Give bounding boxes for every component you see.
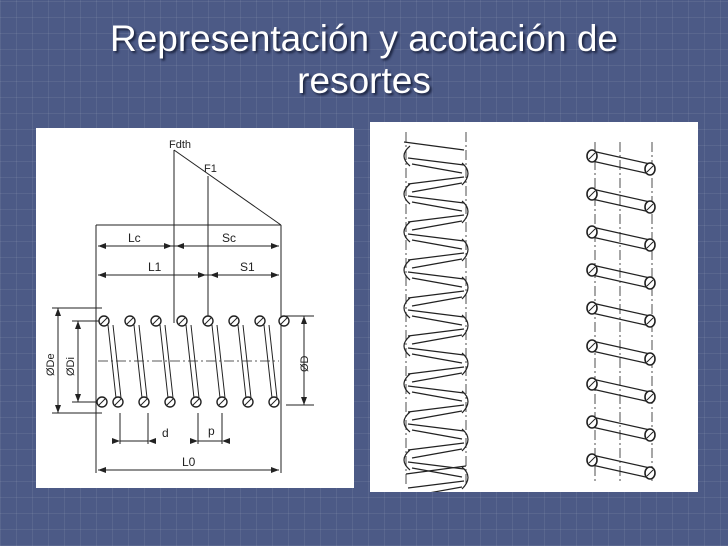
dimension-arrowheads bbox=[55, 243, 307, 473]
label-l1: L1 bbox=[148, 260, 162, 274]
label-fdth: Fdth bbox=[169, 139, 191, 151]
spring-coils bbox=[96, 315, 290, 408]
force-diagonal bbox=[173, 149, 282, 226]
spring-representation-svg bbox=[403, 132, 656, 492]
helical-spring-drawing bbox=[403, 132, 469, 492]
label-l0: L0 bbox=[182, 455, 196, 469]
label-de: ØDe bbox=[45, 353, 57, 376]
label-f1: F1 bbox=[204, 163, 217, 175]
simplified-spring-drawing bbox=[586, 142, 656, 484]
spring-dimension-diagram: Fdth F1 Lc Sc L1 S1 d p L0 ØDe ØDi ØD bbox=[36, 128, 354, 488]
label-di: ØDi bbox=[65, 357, 77, 376]
spring-dimension-svg: Fdth F1 Lc Sc L1 S1 d p L0 ØDe ØDi ØD bbox=[45, 139, 314, 473]
label-d-wire: d bbox=[162, 426, 169, 440]
label-sc: Sc bbox=[222, 231, 236, 245]
label-lc: Lc bbox=[128, 231, 141, 245]
label-s1: S1 bbox=[240, 260, 255, 274]
label-d-outer: ØD bbox=[299, 355, 311, 372]
slide-title: Representación y acotación de resortes bbox=[109, 18, 619, 101]
label-pitch: p bbox=[208, 424, 215, 438]
spring-representation-diagram bbox=[370, 122, 698, 492]
